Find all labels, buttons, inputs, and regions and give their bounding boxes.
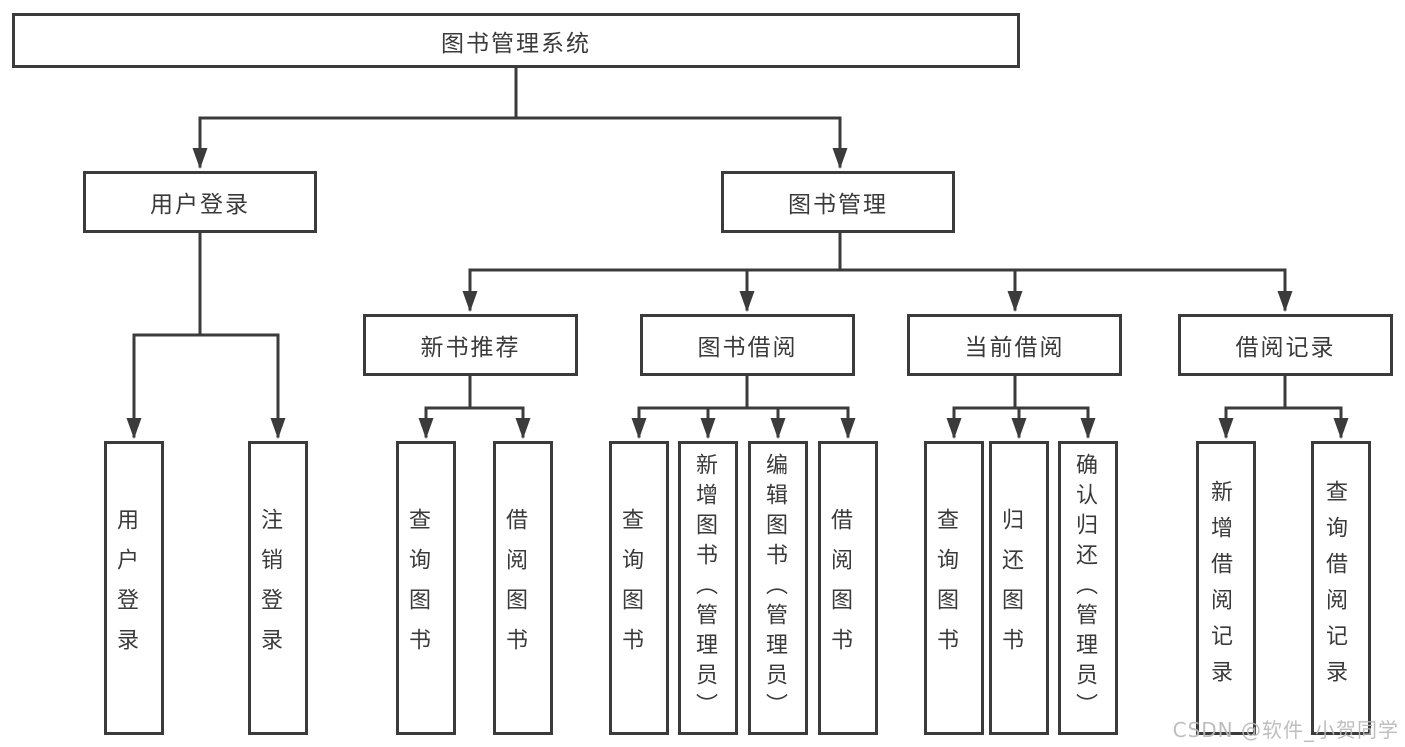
- leaf-confirm-return-admin-label: 确认归还（管理员）: [1072, 453, 1097, 723]
- leaf-query-book-borrow: 查询图书: [609, 441, 669, 735]
- node-book-borrow-label: 图书借阅: [697, 335, 798, 361]
- node-new-book-recommend-label: 新书推荐: [420, 335, 521, 361]
- node-current-borrow: 当前借阅: [907, 314, 1122, 376]
- leaf-return-book: 归还图书: [989, 441, 1049, 735]
- node-book-management-label: 图书管理: [788, 192, 888, 218]
- leaf-user-login-label: 用户登录: [113, 508, 138, 668]
- leaf-query-book-current-label: 查询图书: [933, 508, 958, 668]
- leaf-query-book-recommend-label: 查询图书: [405, 508, 430, 668]
- leaf-add-book-admin-label: 新增图书（管理员）: [692, 453, 717, 723]
- node-current-borrow-label: 当前借阅: [964, 335, 1065, 361]
- node-root-system: 图书管理系统: [12, 13, 1020, 68]
- node-borrow-record-label: 借阅记录: [1235, 335, 1336, 361]
- leaf-query-borrow-record-label: 查询借阅记录: [1322, 480, 1347, 696]
- leaf-query-book-recommend: 查询图书: [396, 441, 456, 735]
- leaf-logout-label: 注销登录: [257, 508, 282, 668]
- leaf-query-book-borrow-label: 查询图书: [618, 508, 643, 668]
- node-user-login-label: 用户登录: [150, 192, 250, 218]
- csdn-watermark: CSDN @软件_小贺同学: [1172, 718, 1399, 742]
- node-borrow-record: 借阅记录: [1178, 314, 1393, 376]
- node-user-login: 用户登录: [83, 171, 317, 233]
- node-root-label: 图书管理系统: [441, 30, 591, 57]
- leaf-borrow-book-label: 借阅图书: [827, 508, 852, 668]
- leaf-query-book-current: 查询图书: [924, 441, 984, 735]
- node-book-management: 图书管理: [721, 171, 955, 233]
- leaf-edit-book-admin-label: 编辑图书（管理员）: [762, 453, 787, 723]
- node-book-borrow: 图书借阅: [640, 314, 855, 376]
- leaf-borrow-book-recommend: 借阅图书: [493, 441, 553, 735]
- leaf-add-book-admin: 新增图书（管理员）: [678, 441, 738, 735]
- leaf-query-borrow-record: 查询借阅记录: [1311, 441, 1371, 735]
- leaf-add-borrow-record-label: 新增借阅记录: [1207, 480, 1232, 696]
- leaf-confirm-return-admin: 确认归还（管理员）: [1058, 441, 1118, 735]
- leaf-add-borrow-record: 新增借阅记录: [1196, 441, 1256, 735]
- leaf-edit-book-admin: 编辑图书（管理员）: [748, 441, 808, 735]
- leaf-user-login: 用户登录: [104, 441, 164, 735]
- node-new-book-recommend: 新书推荐: [363, 314, 578, 376]
- leaf-logout: 注销登录: [248, 441, 308, 735]
- leaf-return-book-label: 归还图书: [998, 508, 1023, 668]
- leaf-borrow-book-recommend-label: 借阅图书: [502, 508, 527, 668]
- leaf-borrow-book: 借阅图书: [818, 441, 878, 735]
